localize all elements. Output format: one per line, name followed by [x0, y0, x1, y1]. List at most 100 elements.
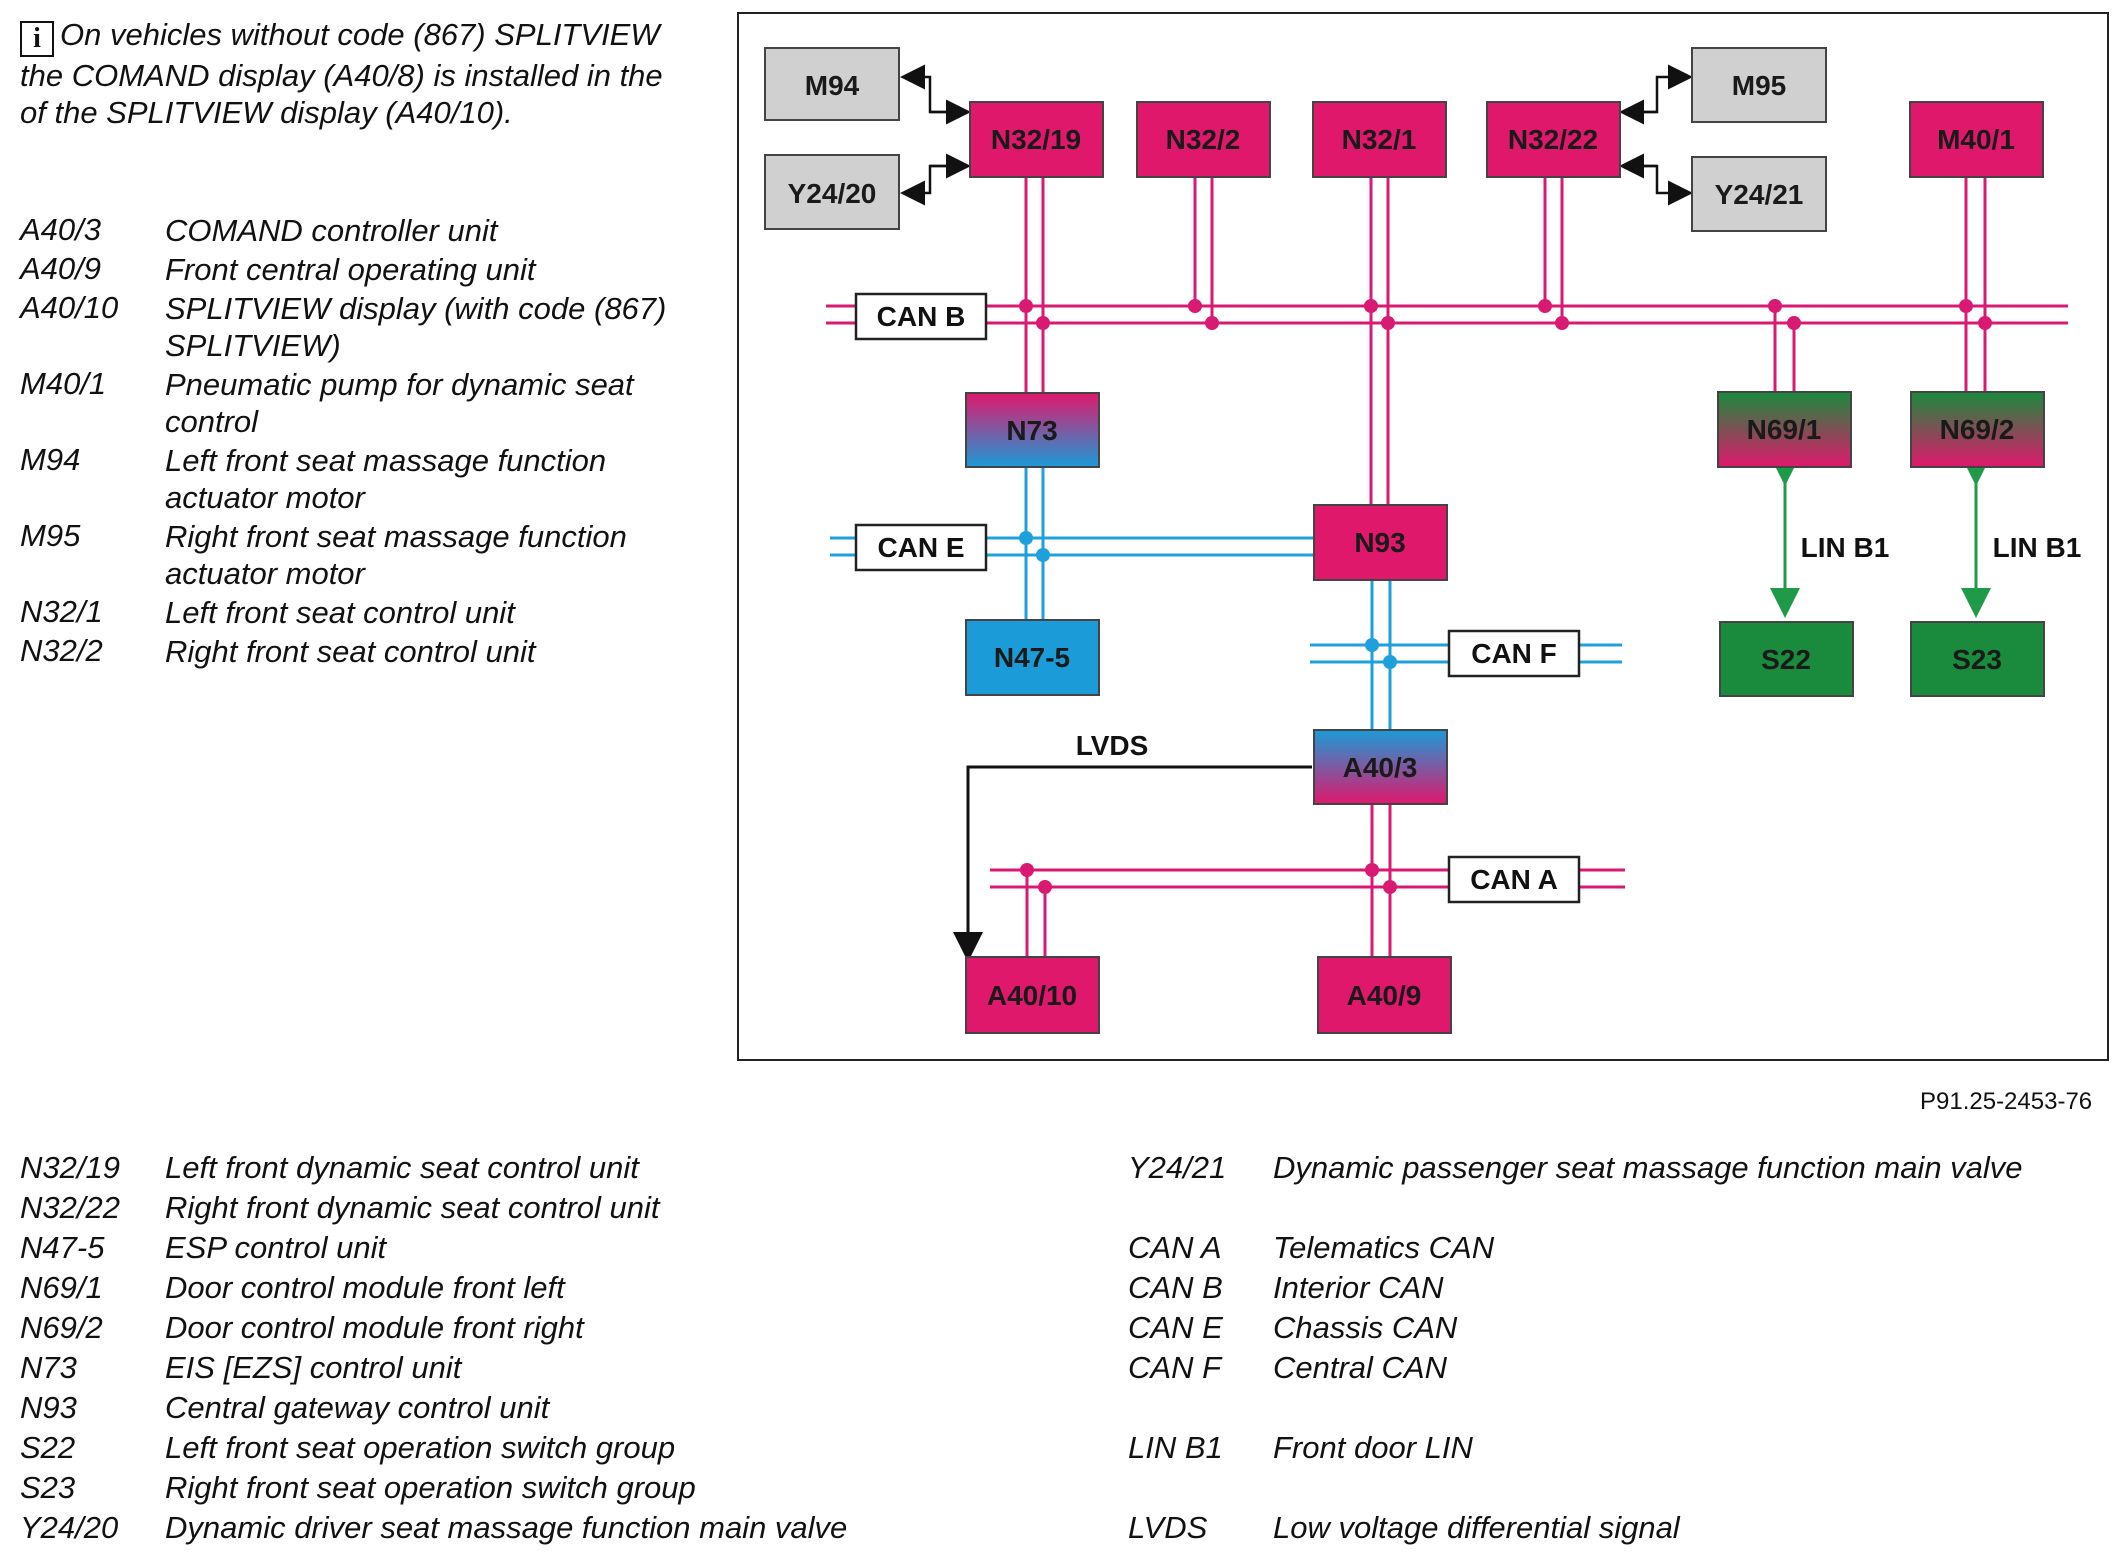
lvds-link [953, 765, 1312, 962]
legend-code: Y24/21 [1128, 1150, 1227, 1185]
lin-b1-right-label: LIN B1 [1993, 532, 2082, 563]
box-n32-1 [1312, 101, 1447, 178]
legend-code: CAN E [1128, 1310, 1223, 1345]
info-note-text: On vehicles without code (867) SPLITVIEW… [20, 17, 663, 130]
legend-desc: Chassis CAN [1273, 1310, 1458, 1345]
legend-code: N47-5 [20, 1230, 105, 1265]
legend-row: N47-5 ESP control unit [20, 1228, 900, 1268]
actuator-links [900, 64, 1693, 206]
legend-code: N73 [20, 1350, 77, 1385]
legend-desc: Right front dynamic seat control unit [165, 1190, 660, 1225]
figure-id: P91.25-2453-76 [1920, 1088, 2093, 1115]
can-e-label: CAN E [877, 532, 964, 563]
legend-row: CAN A Telematics CAN [1128, 1228, 2108, 1268]
legend-code: S22 [20, 1430, 76, 1465]
legend-desc: ESP control unit [165, 1230, 387, 1265]
legend-desc: Telematics CAN [1273, 1230, 1495, 1265]
box-n32-2-label: N32/2 [1166, 124, 1241, 155]
legend-row: A40/3 COMAND controller unit [20, 212, 680, 249]
box-a40-3 [1313, 729, 1448, 805]
legend-row: M95 Right front seat massage function act… [20, 518, 680, 592]
legend-code: N93 [20, 1390, 77, 1425]
legend-desc: Central CAN [1273, 1350, 1447, 1385]
legend-desc: Left front seat massage function actuato… [165, 443, 607, 515]
box-y24-20-label: Y24/20 [788, 178, 877, 209]
box-n32-2 [1136, 101, 1271, 178]
legend-code: S23 [20, 1470, 76, 1505]
legend-desc: Interior CAN [1273, 1270, 1444, 1305]
legend-code: Y24/20 [20, 1510, 119, 1545]
legend-code: A40/3 [20, 212, 102, 247]
info-icon: i [20, 21, 54, 57]
box-m40-1-label: M40/1 [1937, 124, 2015, 155]
box-a40-10-label: A40/10 [987, 980, 1077, 1011]
legend-desc: Front door LIN [1273, 1430, 1473, 1465]
legend-desc: Front central operating unit [165, 252, 536, 287]
legend-row: S22 Left front seat operation switch grou… [20, 1428, 900, 1468]
legend-desc: Central gateway control unit [165, 1390, 550, 1425]
legend-desc: Door control module front right [165, 1310, 584, 1345]
can-f-label: CAN F [1471, 638, 1557, 669]
legend-desc: SPLITVIEW display (with code (867) SPLIT… [165, 291, 667, 363]
can-f-label-box [1447, 629, 1581, 678]
legend-desc: Left front seat operation switch group [165, 1430, 676, 1465]
legend-row: N32/19 Left front dynamic seat control un… [20, 1148, 900, 1188]
box-n93 [1313, 504, 1448, 581]
legend-code: N32/19 [20, 1150, 120, 1185]
legend-desc: Pneumatic pump for dynamic seat control [165, 367, 634, 439]
legend-code: M40/1 [20, 366, 107, 401]
box-s23 [1910, 621, 2045, 697]
legend-code: CAN B [1128, 1270, 1223, 1305]
box-m94-label: M94 [805, 70, 860, 101]
can-e-label-box [854, 523, 988, 572]
legend-bottom-right: Y24/21 Dynamic passenger seat massage fun… [1128, 1148, 2108, 1548]
legend-desc: Dynamic passenger seat massage function … [1273, 1150, 2023, 1185]
legend-code: N69/1 [20, 1270, 103, 1305]
box-a40-9 [1317, 956, 1452, 1034]
box-a40-9-label: A40/9 [1347, 980, 1422, 1011]
legend-bottom-left: N32/19 Left front dynamic seat control un… [20, 1148, 900, 1548]
box-m95-label: M95 [1732, 70, 1786, 101]
box-n93-label: N93 [1354, 527, 1405, 558]
box-n69-1-label: N69/1 [1747, 414, 1822, 445]
box-n69-1 [1717, 391, 1852, 468]
box-n47-5-label: N47-5 [994, 642, 1070, 673]
legend-desc: Right front seat massage function actuat… [165, 519, 627, 591]
magenta-drops [1024, 177, 1987, 995]
legend-code: M95 [20, 518, 81, 553]
legend-code: CAN A [1128, 1230, 1222, 1265]
legend-row: Y24/21 Dynamic passenger seat massage fun… [1128, 1148, 2108, 1188]
legend-row: M40/1 Pneumatic pump for dynamic seat con… [20, 366, 680, 440]
legend-code: LVDS [1128, 1510, 1208, 1545]
box-n73-label: N73 [1006, 415, 1057, 446]
legend-desc: COMAND controller unit [165, 213, 498, 248]
box-a40-10 [965, 956, 1100, 1034]
box-n69-2 [1910, 391, 2045, 468]
lin-b1-left-label: LIN B1 [1801, 532, 1890, 563]
legend-desc: Left front dynamic seat control unit [165, 1150, 639, 1185]
box-n32-22 [1486, 101, 1621, 178]
box-s22 [1719, 621, 1854, 697]
can-b-label: CAN B [877, 301, 966, 332]
legend-code: N32/22 [20, 1190, 120, 1225]
legend-row: A40/10 SPLITVIEW display (with code (867)… [20, 290, 680, 364]
legend-row: N32/22 Right front dynamic seat control u… [20, 1188, 900, 1228]
box-s23-label: S23 [1952, 644, 2002, 675]
junction-dots [1019, 299, 1992, 894]
legend-row: N93 Central gateway control unit [20, 1388, 900, 1428]
lin-b1-links [1770, 456, 1991, 618]
legend-code: A40/10 [20, 290, 119, 325]
box-n32-1-label: N32/1 [1342, 124, 1417, 155]
box-y24-20 [764, 154, 900, 230]
box-m95 [1691, 47, 1827, 123]
